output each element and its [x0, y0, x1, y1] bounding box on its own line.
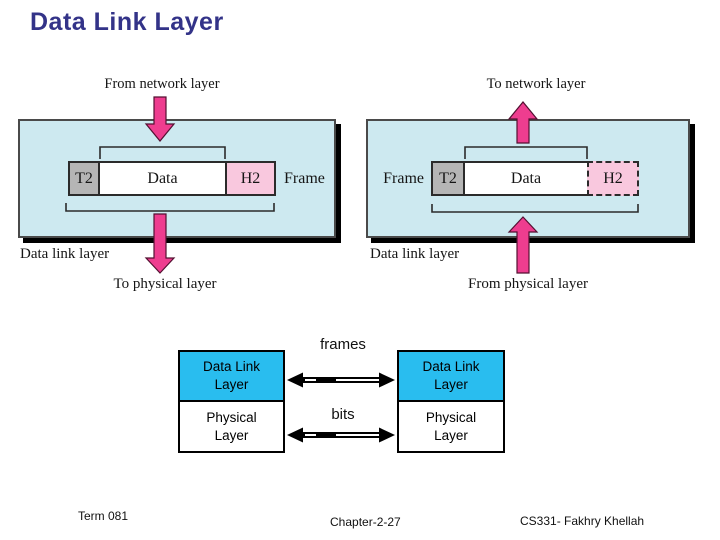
from-physical-layer-label: From physical layer [468, 276, 588, 292]
sender-frame-label: Frame [284, 170, 325, 187]
bits-label: bits [331, 406, 355, 423]
receiver-trailer-box: T2 [431, 161, 465, 196]
right-datalink-layer-box: Data Link Layer [397, 350, 505, 402]
receiver-frame-label: Frame [383, 170, 424, 187]
page-title: Data Link Layer [30, 8, 224, 36]
receiver-data-box: Data [463, 161, 589, 196]
to-physical-layer-label: To physical layer [113, 276, 217, 292]
to-network-layer-label: To network layer [486, 76, 586, 92]
sender-trailer-box: T2 [68, 161, 100, 196]
receiver-header-box: H2 [587, 161, 639, 196]
sender-data-box: Data [98, 161, 227, 196]
sender-header-box: H2 [225, 161, 276, 196]
footer-course: CS331- Fakhry Khellah [520, 514, 645, 528]
bits-double-arrow-icon [287, 427, 395, 443]
right-physical-layer-box: Physical Layer [397, 400, 505, 453]
left-physical-layer-box: Physical Layer [178, 400, 285, 453]
frames-label: frames [320, 336, 366, 353]
sender-datalink-layer-label: Data link layer [20, 246, 110, 262]
receiver-datalink-layer-label: Data link layer [370, 246, 460, 262]
footer-term: Term 081 [78, 509, 129, 523]
from-network-layer-label: From network layer [104, 76, 220, 92]
frames-double-arrow-icon [287, 372, 395, 388]
left-datalink-layer-box: Data Link Layer [178, 350, 285, 402]
footer-chapter: Chapter-2-27 [330, 515, 401, 529]
